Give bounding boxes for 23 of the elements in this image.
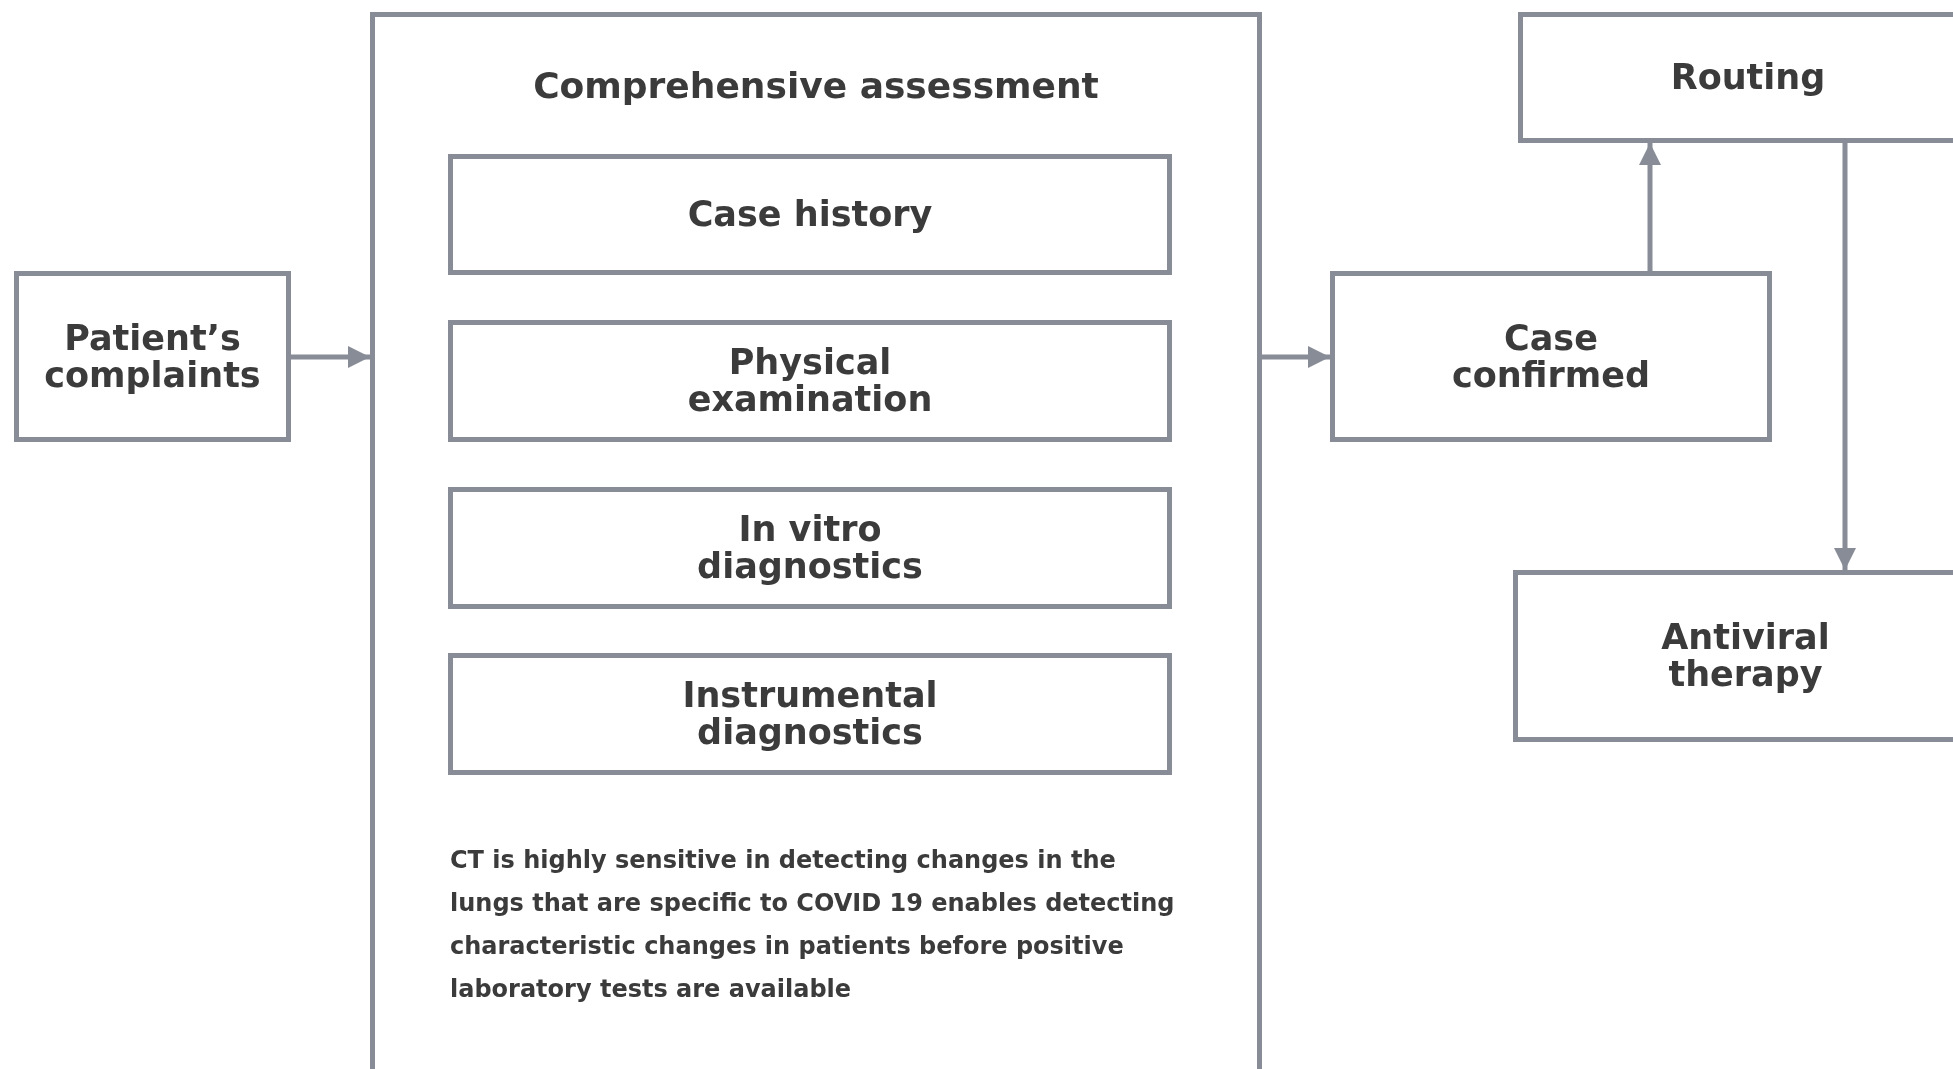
- process-box: [1513, 570, 1953, 742]
- arrow: [1639, 143, 1661, 271]
- box-label: Patient’s complaints: [43, 319, 262, 394]
- process-box: [448, 320, 1172, 442]
- process-box: [14, 271, 291, 442]
- process-box: [1518, 12, 1953, 143]
- note-text: CT is highly sensitive in detecting changes in the lungs that are specific to COVID 19 enables detecting characteristic changes in patients before positive laboratory tests are available: [450, 845, 1176, 1005]
- process-box: [448, 653, 1172, 775]
- process-box: [448, 154, 1172, 275]
- box-label: Physical examination: [686, 344, 934, 418]
- group-title: Comprehensive assessment: [532, 65, 1100, 106]
- box-label: Instrumental diagnostics: [681, 677, 939, 751]
- arrow: [1834, 143, 1856, 570]
- process-box: [1330, 271, 1772, 442]
- box-label: Routing: [1670, 59, 1826, 96]
- box-label: Antiviral therapy: [1660, 619, 1831, 693]
- box-label: In vitro diagnostics: [696, 511, 924, 585]
- arrow: [291, 346, 370, 368]
- box-label: Case history: [687, 196, 933, 233]
- process-box: [448, 487, 1172, 609]
- box-label: Case confirmed: [1450, 319, 1652, 394]
- arrow: [1262, 346, 1330, 368]
- group-box: [370, 12, 1262, 1069]
